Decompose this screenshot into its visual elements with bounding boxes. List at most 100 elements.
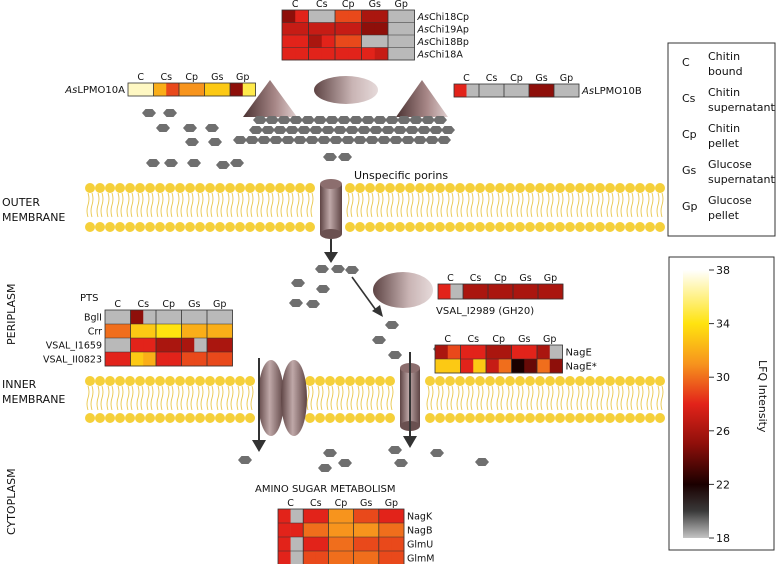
sugar-hexagon bbox=[309, 126, 323, 134]
heatmap-cell bbox=[486, 345, 500, 360]
heatmap-cell bbox=[295, 35, 309, 48]
heatmap-cell bbox=[366, 551, 380, 564]
lpmo10b-enzyme bbox=[396, 80, 448, 117]
column-header: Cp bbox=[510, 73, 523, 84]
column-header: Cp bbox=[494, 273, 507, 284]
sugar-hexagon bbox=[281, 136, 295, 144]
heatmap-cell bbox=[166, 83, 180, 97]
sugar-hexagon bbox=[441, 126, 455, 134]
heatmap-cell bbox=[278, 523, 291, 538]
column-header: Cs bbox=[160, 72, 172, 83]
heatmap-cell bbox=[361, 22, 376, 36]
row-label: AsLPMO10B bbox=[581, 86, 642, 97]
heatmap-cell bbox=[348, 35, 362, 48]
heatmap-cell bbox=[130, 338, 144, 353]
row-label: GlmM bbox=[407, 554, 434, 564]
heatmap-cell bbox=[374, 10, 389, 23]
sugar-hexagon bbox=[164, 159, 178, 167]
heatmap-cell bbox=[335, 47, 349, 61]
sugar-hexagon bbox=[321, 126, 335, 134]
column-header: Gp bbox=[385, 498, 398, 509]
column-header: Cs bbox=[486, 73, 498, 84]
sugar-hexagon bbox=[285, 126, 299, 134]
heatmap-cell bbox=[117, 324, 131, 339]
heatmap-cell bbox=[341, 551, 354, 564]
heatmap-cell bbox=[295, 10, 309, 23]
heatmap-cell bbox=[140, 83, 154, 97]
heatmap-cell bbox=[341, 537, 354, 552]
heatmap-cell bbox=[460, 345, 474, 360]
heatmap-cell bbox=[308, 22, 323, 36]
sugar-hexagon bbox=[318, 464, 332, 472]
row-label: AsChi18A bbox=[417, 49, 464, 60]
sugar-hexagon bbox=[475, 458, 489, 466]
porin bbox=[320, 179, 342, 239]
sugar-hexagon bbox=[325, 116, 339, 124]
heatmap-cell bbox=[303, 551, 317, 564]
heatmap-cell bbox=[207, 338, 221, 353]
heatmap-cell bbox=[554, 84, 567, 98]
sugar-hexagon bbox=[297, 126, 311, 134]
heatmap-cell bbox=[511, 359, 525, 374]
heatmap-cell bbox=[194, 338, 208, 353]
heatmap-cell bbox=[179, 83, 193, 97]
heatmap-cell bbox=[282, 10, 296, 23]
column-header: Cp bbox=[162, 299, 175, 310]
heatmap-cell bbox=[516, 84, 530, 98]
row-label: BglI bbox=[84, 313, 102, 324]
heatmap-cell bbox=[391, 551, 405, 564]
heatmap-cell bbox=[473, 345, 487, 360]
heatmap-cell bbox=[153, 83, 167, 97]
heatmap-cell bbox=[303, 523, 317, 538]
row-label: NagK bbox=[407, 512, 433, 523]
column-header: C bbox=[114, 299, 121, 310]
heatmap-cell bbox=[378, 551, 392, 564]
heatmap-cell bbox=[315, 509, 329, 524]
heatmap-cell bbox=[295, 22, 309, 36]
heatmap-cell bbox=[537, 345, 551, 360]
heatmap-cell bbox=[230, 83, 244, 97]
row-label: NagE bbox=[566, 348, 592, 359]
heatmap-cell bbox=[315, 551, 329, 564]
sugar-hexagon bbox=[421, 116, 435, 124]
heatmap-cell bbox=[117, 338, 131, 353]
column-header: Gp bbox=[560, 73, 573, 84]
sugar-hexagon bbox=[425, 136, 439, 144]
heatmap-cell bbox=[290, 509, 304, 524]
legend-desc: supernatant bbox=[708, 173, 776, 186]
heatmap-cell bbox=[388, 22, 402, 36]
sugar-hexagon bbox=[405, 126, 419, 134]
sugar-hexagon bbox=[249, 126, 263, 134]
heatmap-cell bbox=[366, 537, 380, 552]
row-label: AsChi18Cp bbox=[417, 12, 470, 23]
heatmap-cell bbox=[391, 509, 405, 524]
sugar-hexagon bbox=[273, 126, 287, 134]
heatmap-cell bbox=[447, 345, 461, 360]
sugar-hexagon bbox=[323, 449, 337, 457]
sugar-hexagon bbox=[291, 279, 305, 287]
column-header: C bbox=[287, 498, 294, 509]
heatmap-cell bbox=[538, 284, 551, 300]
sugar-hexagon bbox=[345, 126, 359, 134]
heatmap-cell bbox=[328, 509, 342, 524]
heatmap-cell bbox=[353, 537, 367, 552]
heatmap-cell bbox=[450, 284, 464, 300]
sugar-hexagon bbox=[373, 116, 387, 124]
heatmap-cell bbox=[290, 537, 304, 552]
heatmap-cell bbox=[335, 35, 349, 48]
legend-desc: Chitin bbox=[708, 50, 740, 63]
column-header: Gs bbox=[369, 0, 381, 10]
heatmap-cell bbox=[282, 22, 296, 36]
heatmap-cell bbox=[168, 352, 182, 367]
heatmap-cell bbox=[295, 47, 309, 61]
column-header: Cp bbox=[185, 72, 198, 83]
sugar-hexagon bbox=[429, 126, 443, 134]
heatmap-cell bbox=[475, 284, 489, 300]
heatmap-cell bbox=[219, 338, 233, 353]
sugar-hexagon bbox=[345, 266, 359, 274]
